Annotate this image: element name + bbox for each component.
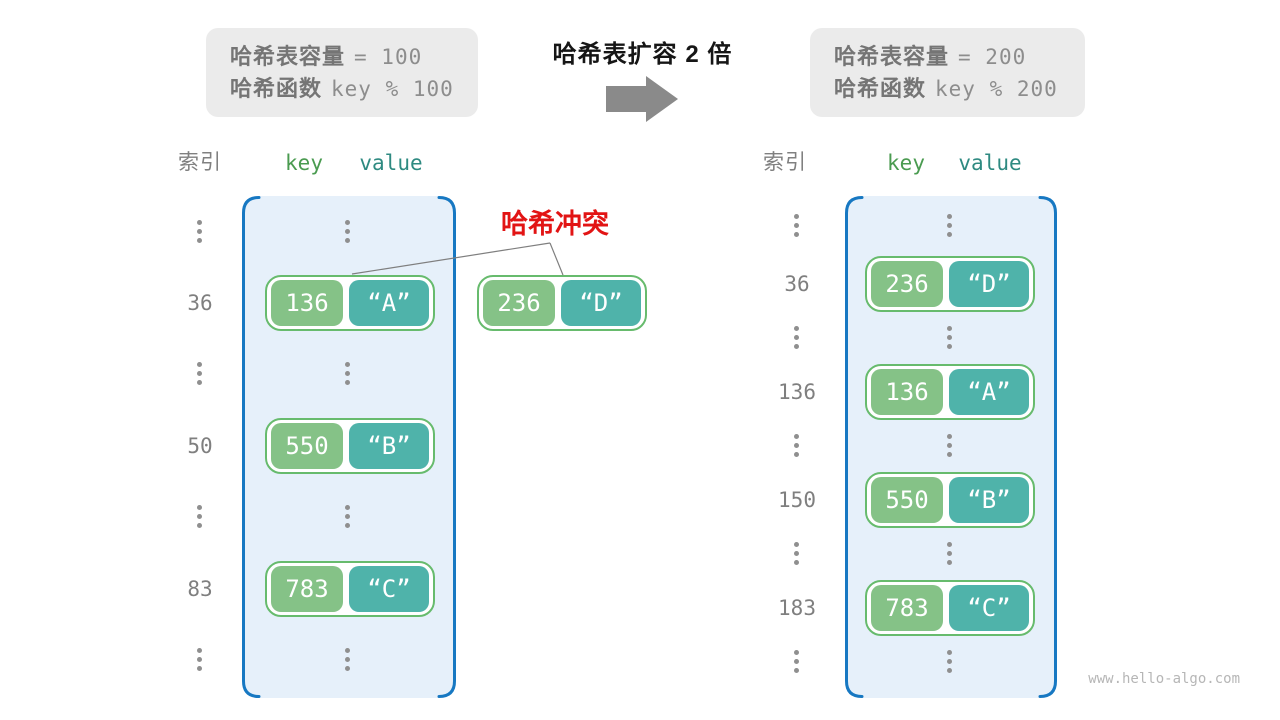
ellipsis-dots <box>345 648 350 671</box>
ellipsis-dots <box>947 434 952 457</box>
hash-fn-label: 哈希函数 <box>230 75 323 101</box>
after-info-box: 哈希表容量 = 200 哈希函数 key % 200 <box>810 28 1085 117</box>
left-value-header: value <box>359 151 423 175</box>
ellipsis-dots <box>197 505 202 528</box>
capacity-line: 哈希表容量 = 100 <box>230 43 478 69</box>
index-label: 183 <box>778 596 816 620</box>
key-cell: 550 <box>871 477 943 523</box>
ellipsis-dots <box>345 220 350 243</box>
key-cell: 783 <box>271 566 343 612</box>
right-arrow-icon <box>606 76 678 122</box>
ellipsis-dots <box>345 362 350 385</box>
ellipsis-dots <box>947 326 952 349</box>
before-info-box: 哈希表容量 = 100 哈希函数 key % 100 <box>206 28 478 117</box>
kv-pair: 550 “B” <box>865 472 1035 528</box>
value-cell: “B” <box>949 477 1029 523</box>
key-cell: 550 <box>271 423 343 469</box>
kv-pair: 236 “D” <box>865 256 1035 312</box>
ellipsis-dots <box>947 650 952 673</box>
index-label: 150 <box>778 488 816 512</box>
hash-fn-value: key % 200 <box>935 76 1058 101</box>
hash-fn-line: 哈希函数 key % 200 <box>834 75 1085 101</box>
index-label: 36 <box>784 272 810 296</box>
ellipsis-dots <box>197 362 202 385</box>
ellipsis-dots <box>345 505 350 528</box>
kv-pair: 783 “C” <box>265 561 435 617</box>
key-cell: 783 <box>871 585 943 631</box>
left-key-header: key <box>285 151 323 175</box>
capacity-value: = 200 <box>958 44 1027 69</box>
value-cell: “D” <box>561 280 641 326</box>
right-value-header: value <box>958 151 1022 175</box>
key-cell: 236 <box>871 261 943 307</box>
value-cell: “C” <box>949 585 1029 631</box>
capacity-label: 哈希表容量 <box>834 43 950 69</box>
hash-fn-value: key % 100 <box>331 76 454 101</box>
ellipsis-dots <box>794 326 799 349</box>
capacity-value: = 100 <box>354 44 423 69</box>
ellipsis-dots <box>794 214 799 237</box>
capacity-line: 哈希表容量 = 200 <box>834 43 1085 69</box>
ellipsis-dots <box>947 214 952 237</box>
collision-label: 哈希冲突 <box>501 209 609 239</box>
value-cell: “A” <box>949 369 1029 415</box>
kv-pair: 783 “C” <box>865 580 1035 636</box>
hash-fn-line: 哈希函数 key % 100 <box>230 75 478 101</box>
value-cell: “D” <box>949 261 1029 307</box>
key-cell: 136 <box>871 369 943 415</box>
capacity-label: 哈希表容量 <box>230 43 346 69</box>
ellipsis-dots <box>197 648 202 671</box>
value-cell: “C” <box>349 566 429 612</box>
collision-kv-pair: 236 “D” <box>477 275 647 331</box>
watermark: www.hello-algo.com <box>1088 671 1240 687</box>
ellipsis-dots <box>794 542 799 565</box>
index-label: 50 <box>187 434 213 458</box>
kv-pair: 136 “A” <box>865 364 1035 420</box>
value-cell: “B” <box>349 423 429 469</box>
value-cell: “A” <box>349 280 429 326</box>
ellipsis-dots <box>794 650 799 673</box>
index-label: 136 <box>778 380 816 404</box>
right-key-header: key <box>887 151 925 175</box>
left-index-header: 索引 <box>178 151 222 174</box>
transition-title: 哈希表扩容 2 倍 <box>552 41 733 68</box>
index-label: 36 <box>187 291 213 315</box>
key-cell: 236 <box>483 280 555 326</box>
key-cell: 136 <box>271 280 343 326</box>
ellipsis-dots <box>197 220 202 243</box>
ellipsis-dots <box>794 434 799 457</box>
index-label: 83 <box>187 577 213 601</box>
ellipsis-dots <box>947 542 952 565</box>
kv-pair: 136 “A” <box>265 275 435 331</box>
right-index-header: 索引 <box>763 151 807 174</box>
hash-fn-label: 哈希函数 <box>834 75 927 101</box>
kv-pair: 550 “B” <box>265 418 435 474</box>
